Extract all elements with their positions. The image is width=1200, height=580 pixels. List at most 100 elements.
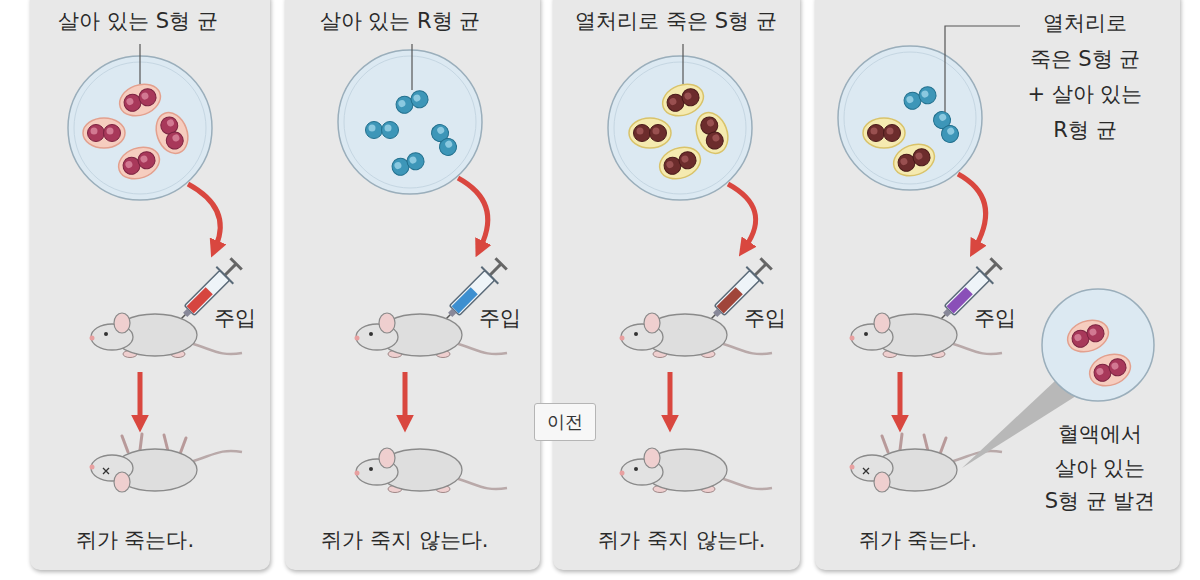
cell bbox=[88, 125, 105, 142]
ear bbox=[874, 472, 890, 492]
liquid bbox=[947, 287, 973, 313]
bacterium bbox=[902, 84, 939, 111]
plunger-rod bbox=[985, 264, 996, 275]
plunger-rod bbox=[225, 264, 236, 275]
inject-label: 주입 bbox=[974, 305, 1016, 332]
flow-arrow bbox=[958, 174, 986, 246]
cell-highlight bbox=[444, 139, 454, 149]
nose bbox=[355, 336, 360, 341]
cell bbox=[704, 130, 726, 152]
eye bbox=[104, 332, 108, 336]
blood-callout bbox=[1042, 289, 1154, 401]
cell-highlight bbox=[125, 97, 134, 106]
cell-highlight bbox=[369, 125, 376, 132]
cell bbox=[136, 149, 158, 171]
eye bbox=[634, 332, 638, 336]
cell-highlight bbox=[1073, 333, 1082, 342]
button-text: 이전 bbox=[547, 410, 583, 433]
bacterium bbox=[1063, 315, 1113, 358]
ear bbox=[644, 313, 660, 333]
plunger-rod bbox=[490, 264, 501, 275]
tail bbox=[455, 343, 507, 354]
result-text: 쥐가 죽지 않는다. bbox=[321, 527, 488, 554]
cell bbox=[409, 88, 431, 110]
nose bbox=[90, 465, 95, 470]
cell bbox=[405, 150, 427, 172]
cell-highlight bbox=[91, 128, 98, 135]
panel-figure bbox=[68, 44, 245, 492]
nose bbox=[620, 336, 625, 341]
flange bbox=[976, 267, 993, 284]
dish-rim bbox=[344, 56, 476, 188]
capsule bbox=[1085, 349, 1135, 392]
cell-highlight bbox=[393, 161, 402, 170]
bacterium bbox=[930, 108, 961, 145]
cell bbox=[164, 130, 186, 152]
leg bbox=[180, 438, 186, 454]
cell-highlight bbox=[711, 133, 720, 142]
cell-highlight bbox=[637, 128, 644, 135]
flange bbox=[746, 267, 763, 284]
experiment-panel: 살아 있는 R형 균쥐가 죽지 않는다. bbox=[285, 0, 540, 570]
capsule bbox=[1063, 315, 1113, 358]
bacterium bbox=[390, 150, 427, 177]
ear bbox=[379, 448, 395, 468]
cell bbox=[1107, 356, 1129, 378]
capsule bbox=[83, 118, 125, 148]
bacterium bbox=[114, 142, 164, 185]
sample-label: 살아 있는 S형 균 bbox=[58, 8, 217, 35]
liquid bbox=[717, 287, 743, 313]
cell-highlight bbox=[1088, 328, 1097, 337]
leg bbox=[924, 435, 928, 451]
cell-highlight bbox=[946, 126, 956, 136]
flange bbox=[216, 267, 233, 284]
leg bbox=[122, 436, 128, 452]
cell bbox=[884, 125, 901, 142]
experiment-panel: 열처리로 죽은 S형 균 + 살아 있는 R형 균쥐가 죽는다. bbox=[815, 0, 1180, 570]
panel-illustration bbox=[285, 0, 540, 570]
ear bbox=[379, 313, 395, 333]
sample-label: 열처리로 죽은 S형 균 + 살아 있는 R형 균 bbox=[1023, 6, 1147, 149]
capsule bbox=[863, 118, 905, 148]
mouse bbox=[620, 448, 773, 493]
capsule bbox=[889, 139, 939, 182]
cell-highlight bbox=[680, 155, 689, 164]
cell bbox=[911, 146, 933, 168]
liquid bbox=[452, 287, 478, 313]
plunger-plate bbox=[495, 258, 506, 269]
result-text: 쥐가 죽는다. bbox=[859, 527, 977, 554]
bacterium bbox=[691, 108, 734, 158]
petri-dish bbox=[608, 56, 752, 200]
cell-highlight bbox=[914, 152, 923, 161]
cell-highlight bbox=[871, 128, 878, 135]
cell-highlight bbox=[107, 128, 114, 135]
cell-highlight bbox=[683, 92, 692, 101]
ear bbox=[644, 448, 660, 468]
cell-highlight bbox=[124, 160, 133, 169]
cell-highlight bbox=[408, 156, 417, 165]
capsule bbox=[115, 79, 165, 122]
capsule bbox=[658, 79, 708, 122]
tail bbox=[720, 343, 772, 354]
leg bbox=[900, 434, 902, 450]
ear bbox=[114, 313, 130, 333]
cell-highlight bbox=[706, 118, 715, 127]
tail bbox=[950, 343, 1002, 354]
capsule bbox=[114, 142, 164, 185]
flow-arrow bbox=[458, 178, 488, 246]
leg bbox=[140, 434, 142, 450]
nose bbox=[850, 465, 855, 470]
panel-illustration bbox=[30, 0, 270, 570]
cell bbox=[634, 125, 651, 142]
flow-arrow bbox=[138, 372, 143, 420]
experiment-panel: 열처리로 죽은 S형 균쥐가 죽지 않는다. bbox=[553, 0, 800, 570]
leg bbox=[882, 436, 888, 452]
cell-highlight bbox=[668, 97, 677, 106]
tail bbox=[720, 478, 772, 489]
bacterium bbox=[863, 118, 905, 148]
cell-highlight bbox=[920, 90, 929, 99]
eye bbox=[863, 468, 869, 474]
cell-highlight bbox=[887, 128, 894, 135]
cell bbox=[137, 86, 159, 108]
